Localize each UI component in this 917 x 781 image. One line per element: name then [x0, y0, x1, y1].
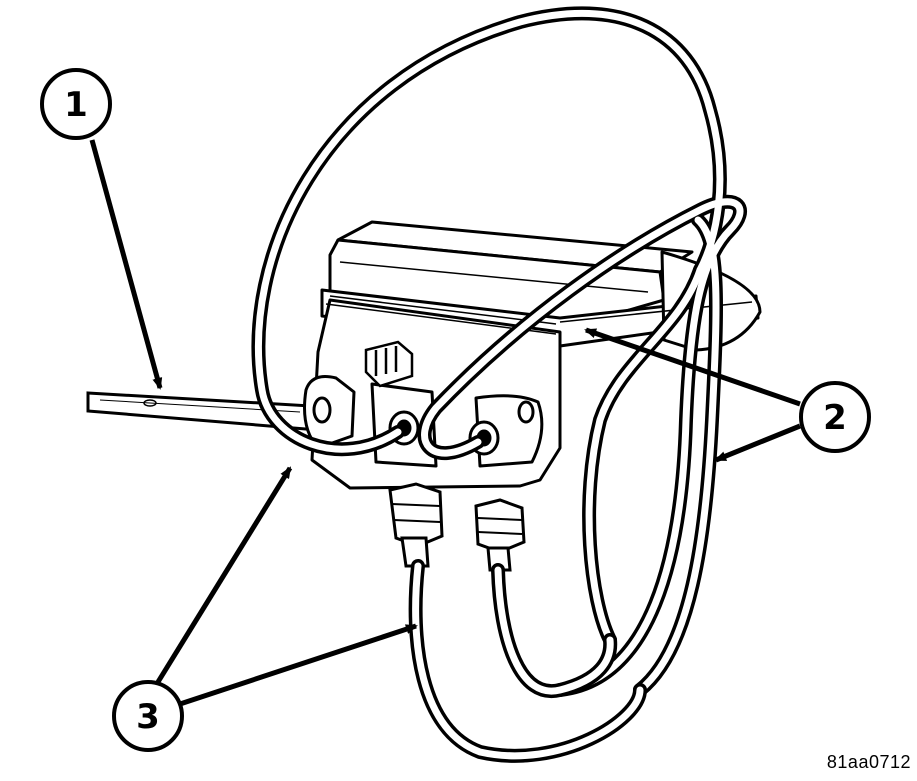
leader-3a: [155, 466, 293, 684]
callout-leaders: [89, 139, 801, 707]
brake-tube-upper-loops: [251, 6, 747, 697]
electrical-connector: [364, 340, 414, 388]
leader-2a: [584, 327, 801, 407]
callout-3: 3: [112, 680, 184, 752]
callout-1: 1: [40, 68, 112, 140]
brake-tube-lower-loops: [408, 559, 647, 763]
callout-1-number: 1: [64, 85, 88, 125]
leader-1: [89, 139, 163, 390]
callout-2-number: 2: [823, 398, 847, 438]
tube-nut-fittings: [388, 482, 526, 572]
leader-2b: [714, 423, 801, 463]
bending-tool-rod: [86, 391, 332, 433]
leader-3b: [179, 623, 418, 707]
callout-2: 2: [799, 381, 871, 453]
figure-id-label: 81aa0712: [826, 752, 911, 772]
callout-3-number: 3: [136, 697, 160, 737]
